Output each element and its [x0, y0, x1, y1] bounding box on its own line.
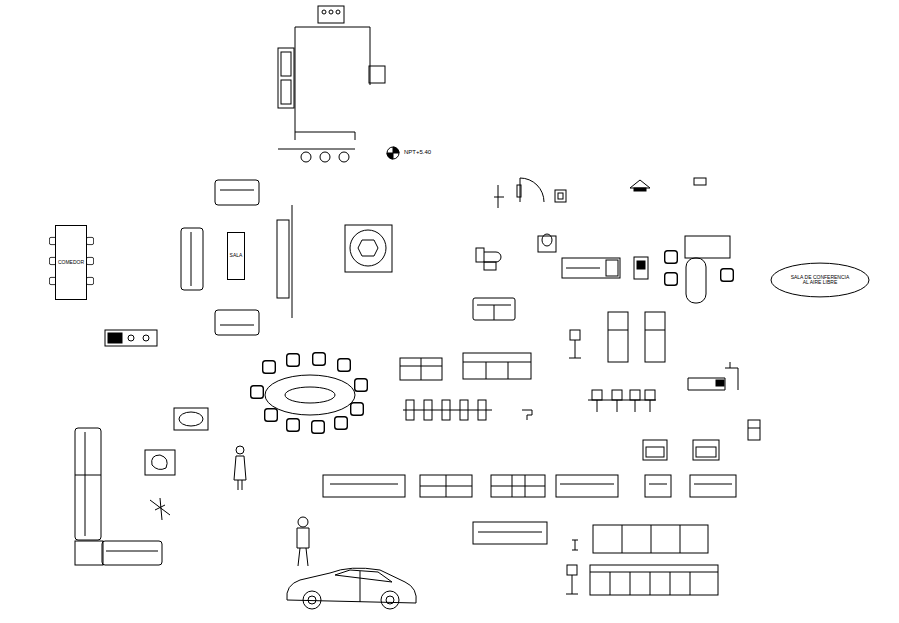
conference-table: SALA DE CONFERENCIA AL AIRE LIBRE — [770, 262, 870, 298]
table-box: SALA — [227, 232, 245, 280]
room-name: SALA DE CONFERENCIA AL AIRE LIBRE — [789, 275, 851, 286]
room-name: SALA — [230, 253, 243, 259]
level-mark: NPT+5.40 — [403, 149, 432, 155]
room-name: COMEDOR — [58, 260, 84, 266]
table-box: COMEDOR — [55, 225, 87, 300]
